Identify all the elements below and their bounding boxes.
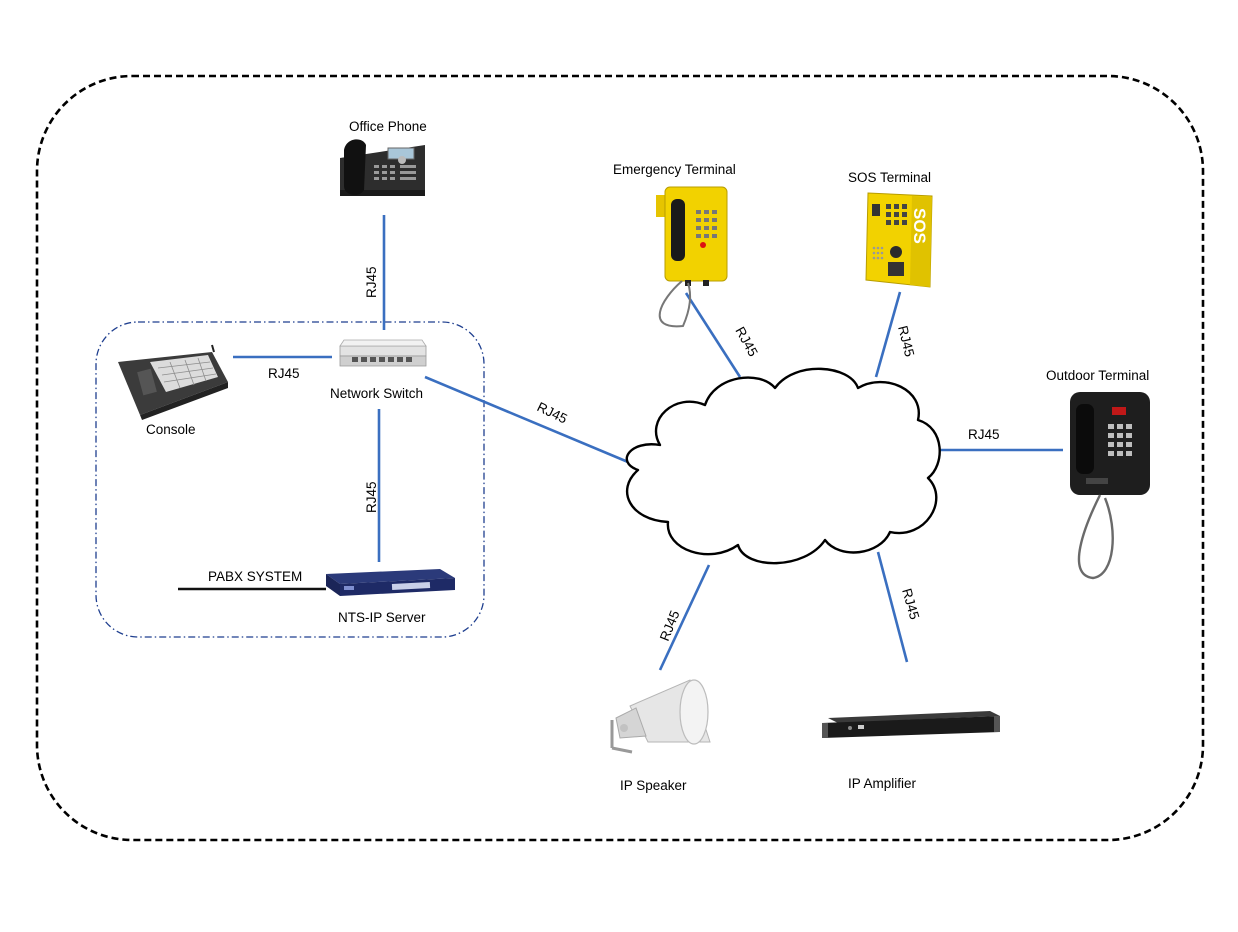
- link-label-sos-cloud: RJ45: [895, 324, 917, 358]
- link-speaker-cloud: [658, 564, 711, 671]
- link-amplifier-cloud: [876, 551, 909, 663]
- link-label-console-switch: RJ45: [268, 366, 300, 381]
- link-label-office-switch: RJ45: [364, 266, 379, 298]
- cloud-icon: [625, 367, 941, 565]
- link-label-switch-cloud: RJ45: [535, 399, 570, 426]
- link-switch-cloud: [424, 375, 629, 464]
- sos-terminal-icon: SOS: [865, 192, 933, 288]
- console-icon: [118, 344, 228, 420]
- outer-boundary: [35, 74, 1205, 842]
- pabx-label: PABX SYSTEM: [208, 569, 302, 584]
- control-room-boundary: [95, 321, 485, 638]
- ip-speaker-icon: [610, 679, 711, 754]
- link-label-switch-server: RJ45: [364, 481, 379, 513]
- nts-server-label: NTS-IP Server: [338, 610, 426, 625]
- link-label-emergency-cloud: RJ45: [732, 324, 760, 359]
- office-phone-icon: [340, 139, 425, 196]
- emergency-terminal-icon: [656, 186, 728, 328]
- link-label-outdoor-cloud: RJ45: [968, 427, 1000, 442]
- ip-speaker-label: IP Speaker: [620, 778, 687, 793]
- network-switch-icon: [339, 339, 427, 367]
- sos-terminal-label: SOS Terminal: [848, 170, 931, 185]
- sos-panel-text: SOS: [910, 208, 929, 244]
- network-switch-label: Network Switch: [330, 386, 423, 401]
- office-phone-label: Office Phone: [349, 119, 427, 134]
- link-sos-cloud: [874, 291, 902, 378]
- link-label-speaker-cloud: RJ45: [657, 608, 683, 643]
- outdoor-terminal-label: Outdoor Terminal: [1046, 368, 1149, 383]
- link-emergency-cloud: [684, 292, 742, 378]
- ip-amplifier-icon: [822, 711, 1000, 738]
- ip-amplifier-label: IP Amplifier: [848, 776, 917, 791]
- link-label-amplifier-cloud: RJ45: [899, 587, 922, 621]
- nts-server-icon: [326, 569, 455, 596]
- console-label: Console: [146, 422, 196, 437]
- emergency-terminal-label: Emergency Terminal: [613, 162, 736, 177]
- outdoor-terminal-icon: [1070, 392, 1150, 580]
